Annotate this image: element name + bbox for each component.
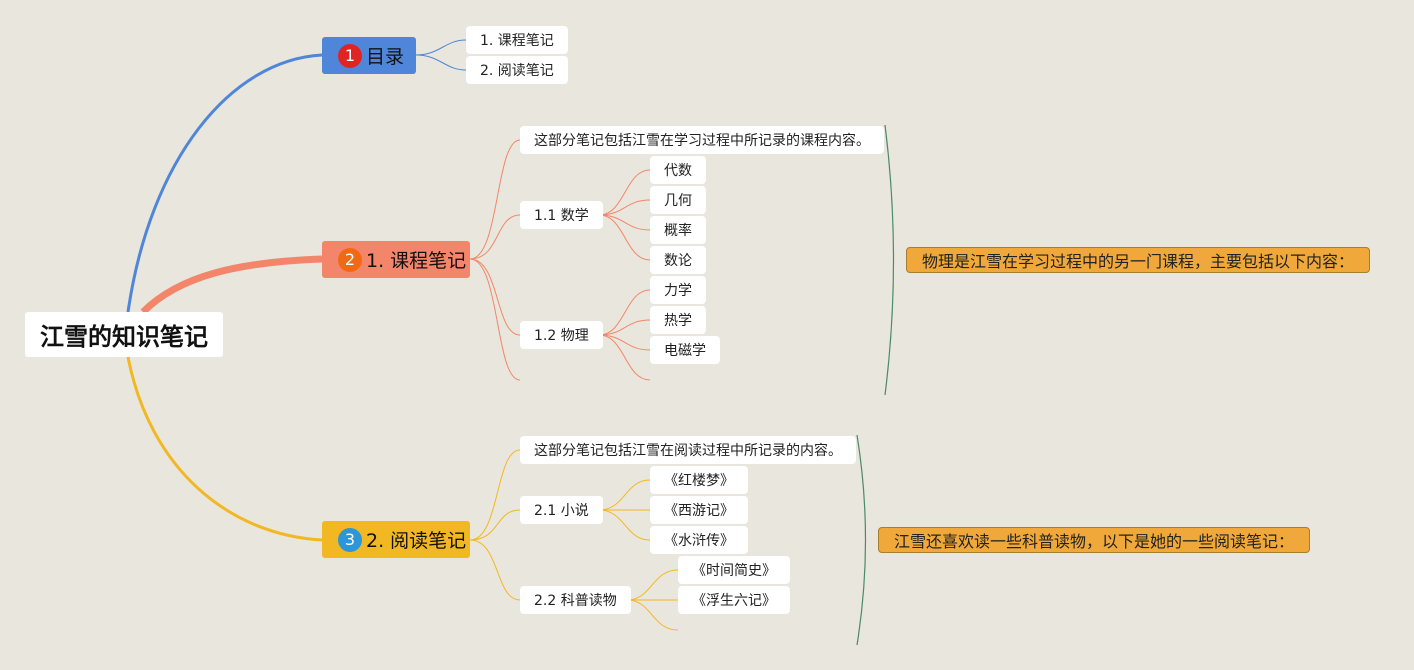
branch-toc-line <box>126 53 323 313</box>
reading-intro[interactable]: 这部分笔记包括江雪在阅读过程中所记录的内容。 <box>520 436 856 464</box>
main-topic-course[interactable]: 2 1. 课程笔记 <box>322 241 470 278</box>
toc-item-reading[interactable]: 2. 阅读笔记 <box>466 56 568 84</box>
subtopic-novels[interactable]: 2.1 小说 <box>520 496 603 524</box>
novel-item-xiyouji[interactable]: 《西游记》 <box>650 496 748 524</box>
novel-item-shuihuzhuan[interactable]: 《水浒传》 <box>650 526 748 554</box>
course-link-empty <box>469 258 521 381</box>
subtopic-physics[interactable]: 1.2 物理 <box>520 321 603 349</box>
number-badge-icon: 2 <box>338 247 362 272</box>
branch-course-line <box>140 255 323 315</box>
course-intro[interactable]: 这部分笔记包括江雪在学习过程中所记录的课程内容。 <box>520 126 884 154</box>
main-topic-label: 目录 <box>366 46 405 68</box>
main-topic-reading[interactable]: 3 2. 阅读笔记 <box>322 521 470 558</box>
physics-item-thermodynamics[interactable]: 热学 <box>650 306 706 334</box>
main-topic-toc[interactable]: 1 目录 <box>322 37 416 74</box>
toc-item-course[interactable]: 1. 课程笔记 <box>466 26 568 54</box>
toc-link-2 <box>415 54 467 71</box>
math-item-probability[interactable]: 概率 <box>650 216 706 244</box>
main-topic-label: 2. 阅读笔记 <box>366 530 467 552</box>
course-link-intro <box>469 139 521 260</box>
physics-item-mechanics[interactable]: 力学 <box>650 276 706 304</box>
physics-item-electromagnetism[interactable]: 电磁学 <box>650 336 720 364</box>
root-topic-label: 江雪的知识笔记 <box>40 323 208 351</box>
number-badge-icon: 3 <box>338 527 362 552</box>
reading-summary-brace <box>856 434 867 646</box>
science-item-brief-history-of-time[interactable]: 《时间简史》 <box>678 556 790 584</box>
reading-summary-note[interactable]: 江雪还喜欢读一些科普读物，以下是她的一些阅读笔记： <box>878 527 1311 553</box>
math-item-geometry[interactable]: 几何 <box>650 186 706 214</box>
math-item-algebra[interactable]: 代数 <box>650 156 706 184</box>
math-item-number-theory[interactable]: 数论 <box>650 246 706 274</box>
toc-link-1 <box>415 39 467 56</box>
course-link-math <box>469 214 521 260</box>
course-link-physics <box>469 258 521 336</box>
subtopic-math[interactable]: 1.1 数学 <box>520 201 603 229</box>
subtopic-popular-science[interactable]: 2.2 科普读物 <box>520 586 631 614</box>
number-badge-icon: 1 <box>338 43 362 68</box>
course-summary-brace <box>884 124 895 396</box>
root-topic[interactable]: 江雪的知识笔记 <box>25 312 223 357</box>
course-summary-note[interactable]: 物理是江雪在学习过程中的另一门课程，主要包括以下内容： <box>906 247 1371 273</box>
science-item-six-records[interactable]: 《浮生六记》 <box>678 586 790 614</box>
novel-item-hongloumeng[interactable]: 《红楼梦》 <box>650 466 748 494</box>
branch-reading-line <box>126 356 323 542</box>
main-topic-label: 1. 课程笔记 <box>366 250 467 272</box>
